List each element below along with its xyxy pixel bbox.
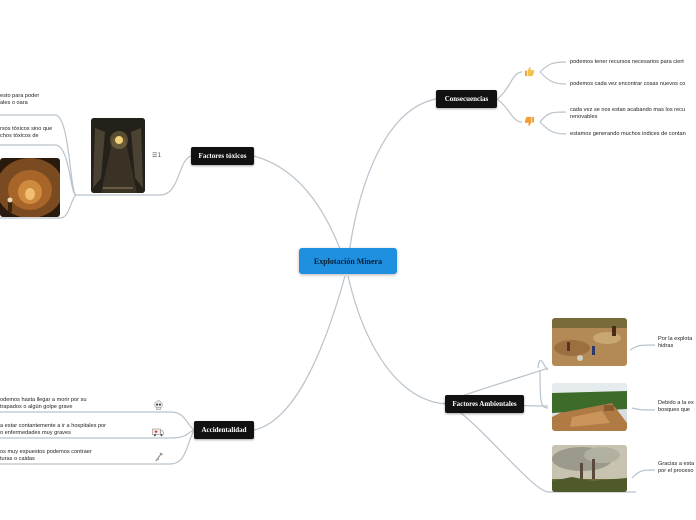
accidente-line: os muy expuestos podemos contraer: [0, 449, 92, 455]
central-topic[interactable]: Explotación Minera: [299, 248, 397, 274]
mine-cave-photo: [0, 158, 60, 217]
factor-toxico-line: esto para poder: [0, 93, 40, 99]
consecuencia-positiva[interactable]: podemos tener recursos necesarios para c…: [570, 59, 684, 65]
consecuencia-negativa[interactable]: estamos generando muchos indices de cont…: [570, 131, 686, 137]
factor-ambiental-line: por el proceso: [658, 468, 694, 474]
factor-toxico-item[interactable]: esto para poder ales o oara: [0, 93, 70, 107]
ambulance-icon: [152, 427, 164, 439]
skull-icon: [153, 400, 164, 413]
factor-ambiental-item[interactable]: Debido a la ex bosques que: [658, 400, 696, 414]
accidente-line: a estar contantemente a ir a hospitales …: [0, 423, 107, 429]
accidente-line: o enfermedades muy graves: [0, 430, 71, 436]
factor-ambiental-line: bosques que: [658, 407, 691, 413]
accidente-line: odemos hasta llegar a morir por su: [0, 397, 87, 403]
accidente-item[interactable]: a estar contantemente a ir a hospitales …: [0, 423, 148, 437]
attachment-list-icon[interactable]: ☰1: [152, 152, 161, 159]
factor-ambiental-line: hidras: [658, 343, 674, 349]
thumbs-up-icon: [524, 66, 535, 79]
branch-factores-toxicos[interactable]: Factores tóxicos: [191, 147, 254, 165]
consecuencia-negativa-line: renovables: [570, 114, 598, 120]
attachment-count: 1: [157, 152, 162, 159]
factor-ambiental-line: Debido a la ex: [658, 400, 694, 406]
factor-toxico-line: ales o oara: [0, 100, 28, 106]
factor-ambiental-item[interactable]: Por la explota hidras: [658, 336, 696, 350]
mine-tunnel-photo: [91, 118, 145, 193]
crutch-icon: [153, 452, 164, 465]
accidente-item[interactable]: odemos hasta llegar a morir por su trapa…: [0, 397, 148, 411]
branch-consecuencias[interactable]: Consecuencias: [436, 90, 497, 108]
consecuencia-negativa-line: cada vez se nos estan acabando mas los r…: [570, 107, 686, 113]
accidente-line: trapados o algún golpe grave: [0, 404, 73, 410]
accidente-line: turas o caidas: [0, 456, 35, 462]
pollution-smoke-photo: [552, 445, 627, 492]
branch-accidentalidad[interactable]: Accidentalidad: [194, 421, 254, 439]
deforestation-photo: [552, 383, 627, 431]
factor-toxico-line: rsos tóxicos sino que: [0, 126, 53, 132]
factor-ambiental-line: Por la explota: [658, 336, 693, 342]
factor-toxico-item[interactable]: rsos tóxicos sino que chos tóxicos de: [0, 126, 70, 140]
accidente-item[interactable]: os muy expuestos podemos contraer turas …: [0, 449, 148, 463]
branch-factores-ambientales[interactable]: Factores Ambientales: [445, 395, 524, 413]
factor-ambiental-item[interactable]: Gracias a esta por el proceso: [658, 461, 696, 475]
list-icon: ☰: [152, 152, 158, 159]
consecuencia-positiva[interactable]: podemos cada vez encontrar cosas nuevos …: [570, 81, 686, 87]
thumbs-down-icon: [524, 116, 535, 129]
mining-site-photo: [552, 318, 627, 366]
factor-toxico-line: chos tóxicos de: [0, 133, 39, 139]
consecuencia-negativa[interactable]: cada vez se nos estan acabando mas los r…: [570, 107, 696, 121]
factor-ambiental-line: Gracias a esta: [658, 461, 695, 467]
